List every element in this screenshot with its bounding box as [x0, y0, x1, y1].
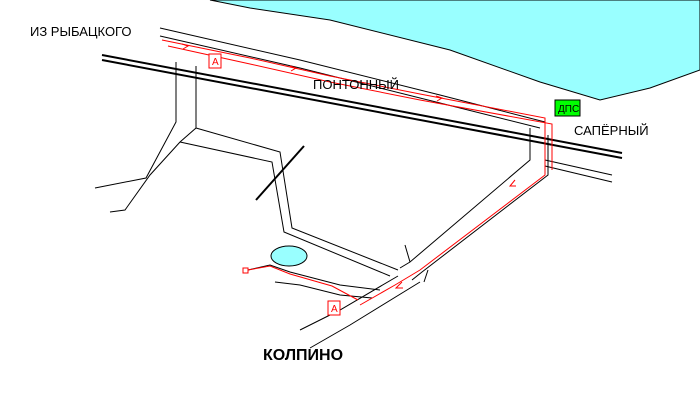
label-pontonny: ПОНТОННЫЙ — [313, 77, 399, 92]
embankment-road-lower — [159, 35, 541, 129]
diagonal-road-b — [411, 135, 549, 281]
route-arrow-1 — [181, 43, 190, 50]
pond-road-b — [274, 281, 373, 299]
route-arrow-2 — [289, 65, 298, 72]
local-route-start — [242, 267, 249, 274]
river-water — [209, 0, 700, 101]
label-kolpino: КОЛПИНО — [263, 347, 343, 364]
left-road-a — [94, 62, 177, 189]
saperny-road-east-1 — [544, 159, 613, 176]
marker-a-top: А — [212, 57, 219, 68]
middle-road-b — [179, 141, 391, 277]
diagonal-road-a — [399, 128, 531, 269]
saperny-road-east-2 — [544, 165, 613, 183]
embankment-road-upper — [159, 27, 546, 123]
route-path — [161, 39, 546, 306]
kolpino-road-a — [299, 275, 399, 331]
marker-a-bottom-box — [327, 300, 341, 316]
kolpino-road-b — [309, 281, 421, 349]
pond — [270, 245, 308, 267]
route-arrow-5 — [394, 281, 403, 289]
route-path-parallel — [167, 45, 553, 170]
dps-marker-box — [554, 99, 581, 117]
railway-line-2 — [101, 59, 623, 159]
side-stub-2 — [423, 269, 429, 283]
side-stub — [404, 244, 411, 263]
local-route — [247, 265, 359, 301]
label-saperny: САПЁРНЫЙ — [574, 123, 649, 138]
dps-marker: ДПС — [558, 104, 579, 115]
crossing-bar — [255, 145, 305, 201]
route-arrow-4 — [508, 179, 516, 187]
label-from-rybatskoe: ИЗ РЫБАЦКОГО — [30, 24, 131, 39]
route-arrow-3 — [435, 95, 444, 102]
railway-line-1 — [101, 54, 623, 154]
left-road-b — [109, 66, 197, 213]
marker-a-top-box — [208, 53, 222, 69]
marker-a-bottom: А — [331, 304, 338, 315]
pond-road-a — [247, 264, 381, 291]
middle-road-a — [195, 127, 399, 271]
